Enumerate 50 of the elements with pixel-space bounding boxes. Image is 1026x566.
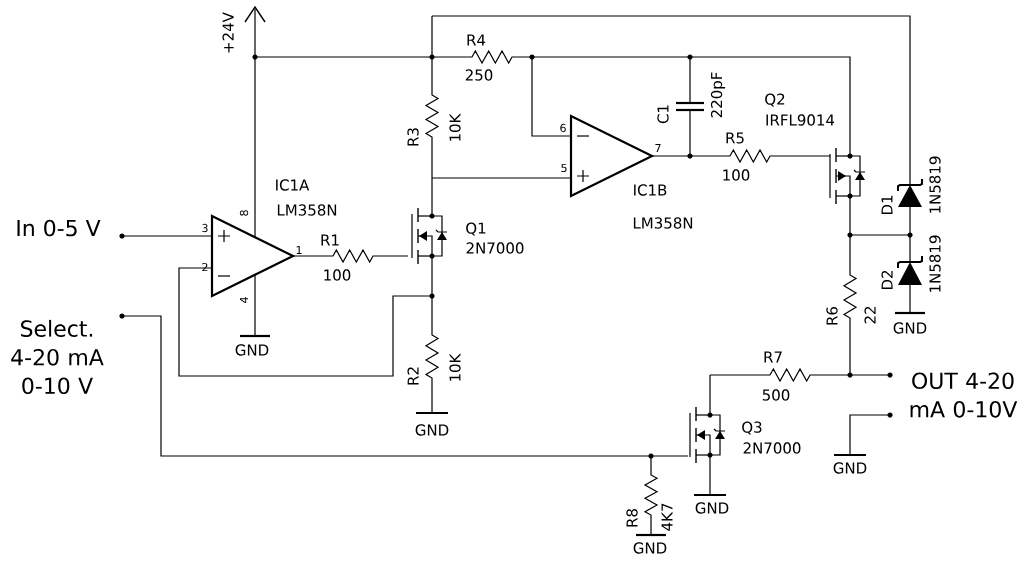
value-label: 4K7 (661, 503, 673, 531)
ground-label: GND (695, 502, 729, 514)
value-label: 220pF (710, 72, 726, 118)
part-number: 1N5819 (929, 235, 941, 292)
ground-label: GND (893, 322, 927, 334)
component-label: R7 (764, 351, 782, 363)
component-label: R2 (407, 367, 419, 385)
pin-number: 3 (202, 223, 208, 233)
value-label: 100 (723, 169, 750, 181)
pin-number: 2 (202, 262, 208, 272)
component-label: D2 (881, 270, 893, 290)
supply-label: +24V (222, 12, 234, 53)
component-label: R3 (407, 128, 419, 146)
component-label: IC1B (634, 184, 667, 196)
component-label: D1 (881, 195, 893, 215)
pin-number: 4 (240, 297, 248, 303)
part-number: LM358N (633, 217, 693, 229)
component-label: IC1A (276, 179, 310, 191)
component-label: R8 (626, 509, 638, 527)
ground-label: GND (415, 424, 449, 436)
value-label: 10K (449, 113, 461, 141)
ground-label: GND (235, 344, 269, 356)
pin-number: 5 (561, 163, 567, 173)
component-label: Q2 (765, 93, 785, 107)
value-label: 22 (864, 306, 876, 324)
pin-number: 6 (560, 123, 566, 133)
ground-label: GND (633, 542, 667, 554)
terminal-label: Select. 4-20 mA 0-10 V (11, 319, 104, 395)
pin-number: 7 (655, 144, 661, 152)
part-number: 2N7000 (466, 242, 524, 254)
pin-number: 8 (239, 210, 249, 216)
component-label: R5 (726, 132, 744, 144)
component-label: R6 (826, 306, 838, 325)
part-number: LM358N (277, 204, 337, 216)
pin-number: 1 (296, 246, 302, 254)
part-number: 1N5819 (929, 156, 941, 213)
component-label: C1 (657, 105, 669, 124)
value-label: 10K (449, 353, 461, 381)
component-label: R1 (321, 234, 339, 246)
ground-label: GND (833, 462, 867, 474)
component-label: Q3 (742, 421, 762, 435)
component-label: R4 (467, 34, 486, 46)
part-number: 2N7000 (743, 442, 801, 454)
terminal-label: In 0-5 V (17, 219, 101, 237)
value-label: 250 (465, 69, 493, 81)
component-label: Q1 (466, 222, 486, 236)
value-label: 100 (324, 269, 351, 281)
value-label: 500 (762, 389, 790, 401)
part-number: IRFL9014 (766, 114, 835, 126)
terminal-label: OUT 4-20 mA 0-10V (910, 372, 1018, 418)
